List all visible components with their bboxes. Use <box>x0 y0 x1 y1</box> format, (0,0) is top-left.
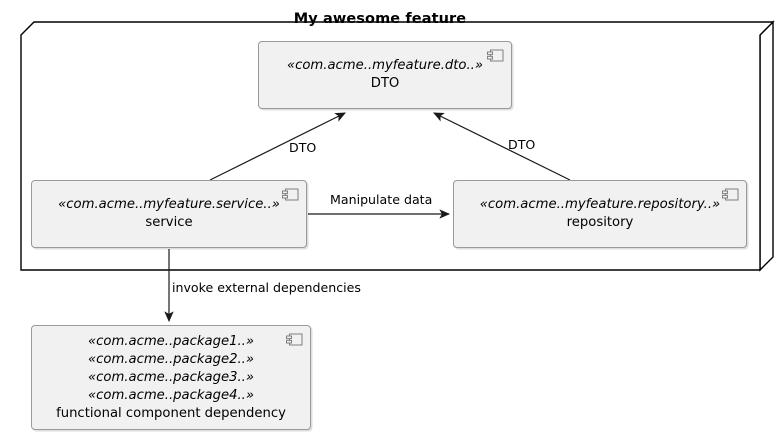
component-stereotype: «com.acme..myfeature.dto..» <box>286 58 484 74</box>
edge-label-repository-to-dto: DTO <box>508 137 536 152</box>
edge-label-invoke-dependencies: invoke external dependencies <box>172 280 361 295</box>
edge-label-service-to-dto: DTO <box>289 140 317 155</box>
component-stereotype-2: «com.acme..package2..» <box>88 351 254 367</box>
edge-repository-to-dto <box>433 112 571 181</box>
edge-service-to-dto <box>209 112 346 181</box>
component-dto[interactable]: «com.acme..myfeature.dto..» DTO <box>258 41 512 109</box>
component-stereotype-3: «com.acme..package3..» <box>88 369 254 385</box>
component-service[interactable]: «com.acme..myfeature.service..» service <box>31 180 307 248</box>
component-icon <box>487 49 504 62</box>
component-repository[interactable]: «com.acme..myfeature.repository..» repos… <box>453 180 747 248</box>
component-stereotype-1: «com.acme..package1..» <box>88 333 254 349</box>
package-title: My awesome feature <box>293 11 467 27</box>
component-stereotype: «com.acme..myfeature.repository..» <box>479 197 721 213</box>
component-icon <box>722 188 739 201</box>
component-functional-dependency[interactable]: «com.acme..package1..» «com.acme..packag… <box>31 325 311 430</box>
component-name: service <box>145 214 193 230</box>
component-icon <box>286 333 303 346</box>
component-stereotype: «com.acme..myfeature.service..» <box>58 197 280 213</box>
component-name: repository <box>566 214 634 230</box>
edge-label-manipulate-data: Manipulate data <box>330 192 433 207</box>
component-name: functional component dependency <box>56 405 286 421</box>
component-stereotype-4: «com.acme..package4..» <box>88 387 254 403</box>
component-name: DTO <box>370 75 400 91</box>
component-icon <box>282 188 299 201</box>
